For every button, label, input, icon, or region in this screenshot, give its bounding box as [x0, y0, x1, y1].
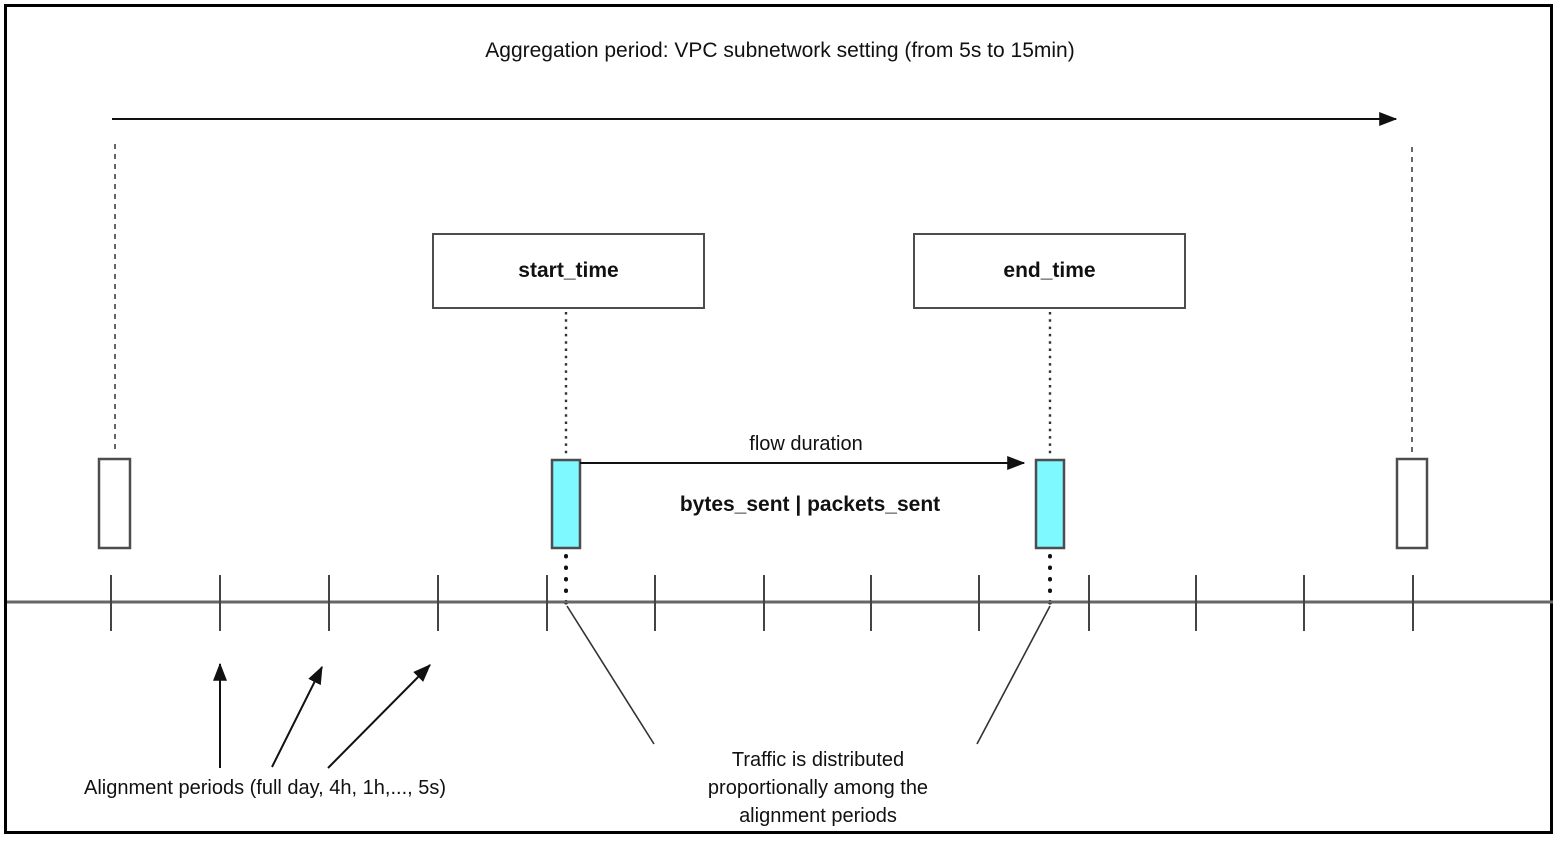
flow-end-marker	[1034, 458, 1066, 550]
diagram-frame	[4, 4, 1553, 834]
start-time-box: start_time	[432, 233, 705, 309]
flow-metrics-label: bytes_sent | packets_sent	[679, 493, 941, 516]
traffic-callout-line-left	[566, 605, 655, 745]
end-time-label: end_time	[1003, 259, 1096, 282]
diagram-title: Aggregation period: VPC subnetwork setti…	[485, 39, 1075, 62]
traffic-note-line: alignment periods	[739, 805, 897, 827]
traffic-note-line: proportionally among the	[707, 777, 929, 799]
traffic-note: Traffic is distributed proportionally am…	[668, 746, 968, 830]
alignment-arrow-2	[271, 665, 323, 768]
left-boundary-marker	[97, 457, 132, 550]
flow-start-marker	[550, 458, 582, 550]
start-time-label: start_time	[518, 259, 619, 282]
alignment-periods-label: Alignment periods (full day, 4h, 1h,...,…	[83, 777, 447, 799]
traffic-note-line: Traffic is distributed	[731, 749, 905, 771]
traffic-callout-line-right	[976, 605, 1051, 745]
right-boundary-marker	[1395, 457, 1429, 550]
end-time-box: end_time	[913, 233, 1186, 309]
flow-duration-label: flow duration	[749, 433, 863, 455]
alignment-arrow-3	[327, 664, 431, 769]
